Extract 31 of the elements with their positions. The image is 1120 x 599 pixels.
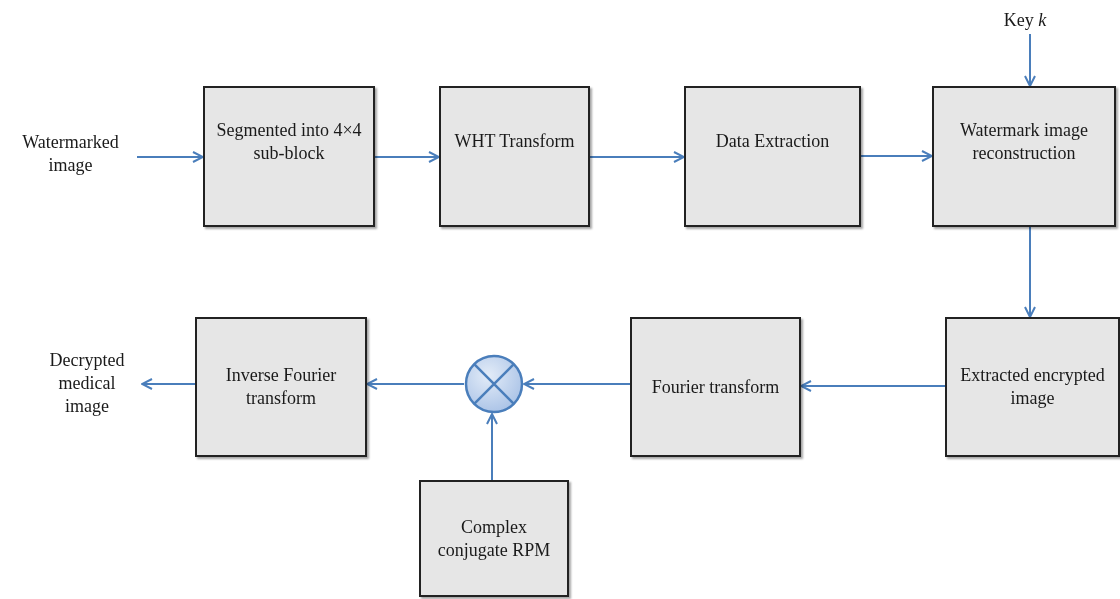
arrow: [366, 378, 465, 390]
arrow: [860, 150, 933, 162]
box-label: Extracted encrypted image: [959, 364, 1106, 410]
process-box: [684, 86, 861, 227]
arrow: [374, 151, 440, 163]
arrow: [589, 151, 685, 163]
arrow: [800, 380, 946, 392]
flow-label: Key k: [1003, 8, 1047, 32]
box-label: Watermark image reconstruction: [959, 118, 1089, 165]
process-box: [439, 86, 590, 227]
process-box: [195, 317, 367, 457]
process-box: [419, 480, 569, 597]
process-box: [945, 317, 1120, 457]
process-box: [203, 86, 375, 227]
flow-label: Watermarked image: [21, 131, 120, 177]
box-label: Fourier transform: [651, 375, 780, 399]
arrow: [1024, 226, 1036, 318]
arrow: [1024, 33, 1036, 87]
box-label: Segmented into 4×4 sub-block: [215, 118, 363, 165]
flow-label: Decrypted medical image: [48, 348, 126, 418]
process-box: [630, 317, 801, 457]
box-label: Inverse Fourier transform: [224, 364, 338, 410]
process-box: [932, 86, 1116, 227]
box-label: Complex conjugate RPM: [436, 515, 552, 562]
multiplier-symbol: [464, 354, 524, 414]
arrow: [141, 378, 196, 390]
arrow: [486, 413, 498, 481]
arrow: [136, 151, 204, 163]
box-label: WHT Transform: [454, 130, 575, 153]
box-label: Data Extraction: [715, 130, 830, 153]
arrow: [523, 378, 631, 390]
